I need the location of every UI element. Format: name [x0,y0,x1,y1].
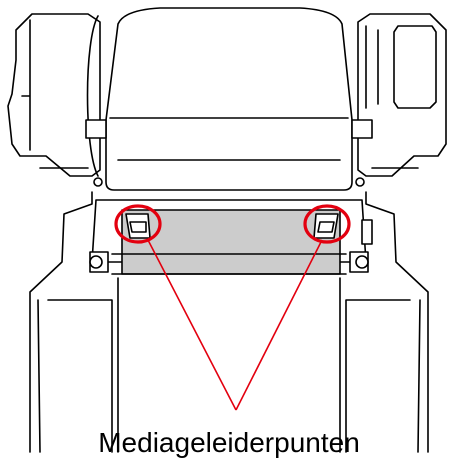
top-cover [105,7,353,191]
right-bracket [351,119,373,139]
left-bracket-screw-icon [93,177,103,187]
right-housing-inner [365,25,419,169]
left-pointer-line [147,239,237,411]
right-media-guide-tab [317,221,335,233]
left-media-guide-tab [129,221,147,233]
media-guide-caption: Mediageleiderpunten [98,427,360,458]
left-bracket [85,119,107,139]
left-body-panel [37,299,113,453]
left-gear-icon [89,255,103,269]
printer-base [29,191,429,453]
left-media-guide-highlight [114,204,162,244]
right-pointer-line [235,239,323,411]
right-media-guide-highlight [303,204,351,244]
right-sprocket [361,219,373,245]
right-body-panel [345,299,421,453]
right-gear-icon [355,255,369,269]
left-housing-inner [21,19,89,169]
right-bracket-screw-icon [355,177,365,187]
left-housing [7,13,101,177]
right-housing-window [393,25,437,109]
media-path-lower [117,277,341,453]
media-label-sheet [121,209,341,275]
left-hinge-arc [86,15,99,177]
